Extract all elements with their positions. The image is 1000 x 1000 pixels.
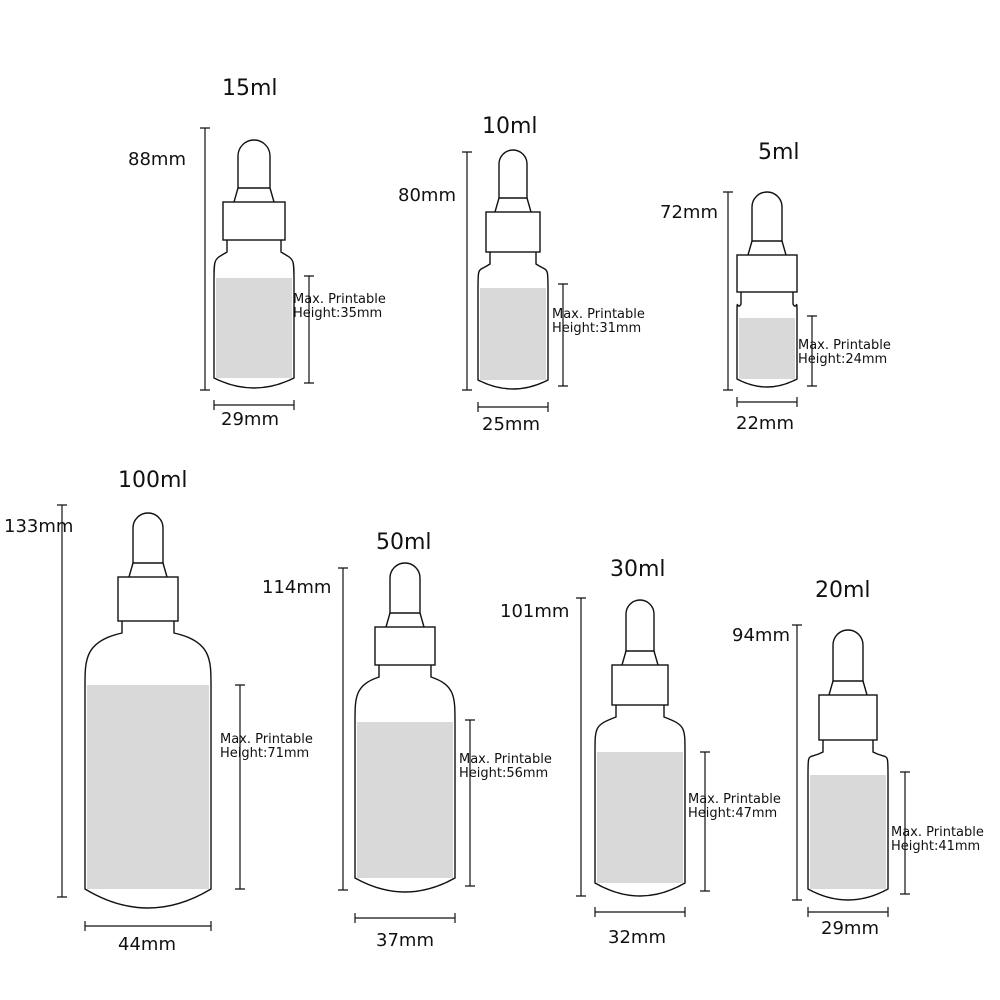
printable-area-50ml: [357, 722, 453, 878]
height-dimension-line-100ml: [57, 504, 67, 898]
bottle-cap-100ml: [117, 576, 179, 622]
height-label-100ml: 133mm: [4, 516, 74, 537]
width-dimension-line-100ml: [84, 921, 212, 931]
height-dimension-line-30ml: [576, 597, 586, 897]
capacity-label-10ml: 10ml: [482, 114, 538, 139]
height-dimension-line-5ml: [723, 191, 733, 391]
height-dimension-line-20ml: [792, 624, 802, 901]
dropper-neck-30ml: [621, 650, 659, 666]
width-label-10ml: 25mm: [482, 414, 540, 435]
printable-dimension-line-100ml: [235, 684, 245, 890]
height-label-20ml: 94mm: [732, 625, 790, 646]
width-dimension-line-30ml: [594, 907, 686, 917]
printable-area-100ml: [87, 685, 209, 889]
width-dimension-line-5ml: [736, 397, 798, 407]
dropper-neck-20ml: [828, 680, 868, 696]
capacity-label-30ml: 30ml: [610, 557, 666, 582]
printable-dimension-line-20ml: [900, 771, 910, 895]
height-label-10ml: 80mm: [398, 185, 456, 206]
printable-dimension-line-50ml: [465, 719, 475, 887]
width-dimension-line-10ml: [477, 402, 549, 412]
bottle-body-20ml: [807, 740, 889, 901]
capacity-label-50ml: 50ml: [376, 530, 432, 555]
height-dimension-line-10ml: [462, 151, 472, 391]
bottle-cap-30ml: [611, 664, 669, 706]
width-dimension-line-15ml: [213, 400, 295, 410]
bottle-body-30ml: [594, 705, 686, 897]
width-dimension-line-20ml: [807, 907, 889, 917]
width-label-20ml: 29mm: [821, 918, 879, 939]
printable-area-20ml: [810, 775, 886, 889]
bottle-cap-20ml: [818, 694, 878, 741]
width-label-50ml: 37mm: [376, 930, 434, 951]
bottle-cap-10ml: [485, 211, 541, 253]
width-label-15ml: 29mm: [221, 409, 279, 430]
printable-dimension-line-10ml: [558, 283, 568, 387]
height-dimension-line-50ml: [338, 567, 348, 891]
height-label-5ml: 72mm: [660, 202, 718, 223]
height-label-30ml: 101mm: [500, 601, 570, 622]
dropper-bulb-20ml: [832, 629, 864, 682]
dropper-neck-10ml: [494, 197, 532, 213]
bottle-body-100ml: [84, 621, 212, 909]
printable-area-15ml: [216, 278, 292, 378]
capacity-label-20ml: 20ml: [815, 578, 871, 603]
dropper-bulb-100ml: [132, 512, 164, 564]
capacity-label-15ml: 15ml: [222, 76, 278, 101]
bottle-cap-15ml: [222, 201, 286, 241]
capacity-label-100ml: 100ml: [118, 468, 188, 493]
bottle-body-5ml: [736, 292, 798, 388]
bottle-cap-50ml: [374, 626, 436, 666]
dropper-bulb-5ml: [751, 191, 783, 242]
dropper-neck-100ml: [128, 562, 168, 578]
bottle-body-50ml: [354, 665, 456, 893]
bottle-body-15ml: [213, 240, 295, 389]
capacity-label-5ml: 5ml: [758, 140, 800, 165]
printable-area-10ml: [480, 288, 546, 380]
dropper-neck-50ml: [385, 612, 425, 628]
bottle-cap-5ml: [736, 254, 798, 293]
width-label-30ml: 32mm: [608, 927, 666, 948]
printable-dimension-line-15ml: [304, 275, 314, 384]
width-label-100ml: 44mm: [118, 934, 176, 955]
width-label-5ml: 22mm: [736, 413, 794, 434]
printable-dimension-line-30ml: [700, 751, 710, 892]
dropper-neck-5ml: [747, 240, 787, 256]
dropper-bulb-10ml: [498, 149, 528, 199]
width-dimension-line-50ml: [354, 913, 456, 923]
dropper-bulb-30ml: [625, 599, 655, 652]
printable-area-5ml: [739, 318, 795, 379]
height-label-50ml: 114mm: [262, 577, 332, 598]
dropper-bulb-15ml: [237, 139, 271, 189]
bottle-body-10ml: [477, 252, 549, 390]
printable-area-30ml: [597, 752, 683, 883]
height-label-15ml: 88mm: [128, 149, 186, 170]
height-dimension-line-15ml: [200, 127, 210, 391]
dropper-bulb-50ml: [389, 562, 421, 614]
printable-dimension-line-5ml: [807, 315, 817, 387]
dropper-neck-15ml: [233, 187, 275, 203]
